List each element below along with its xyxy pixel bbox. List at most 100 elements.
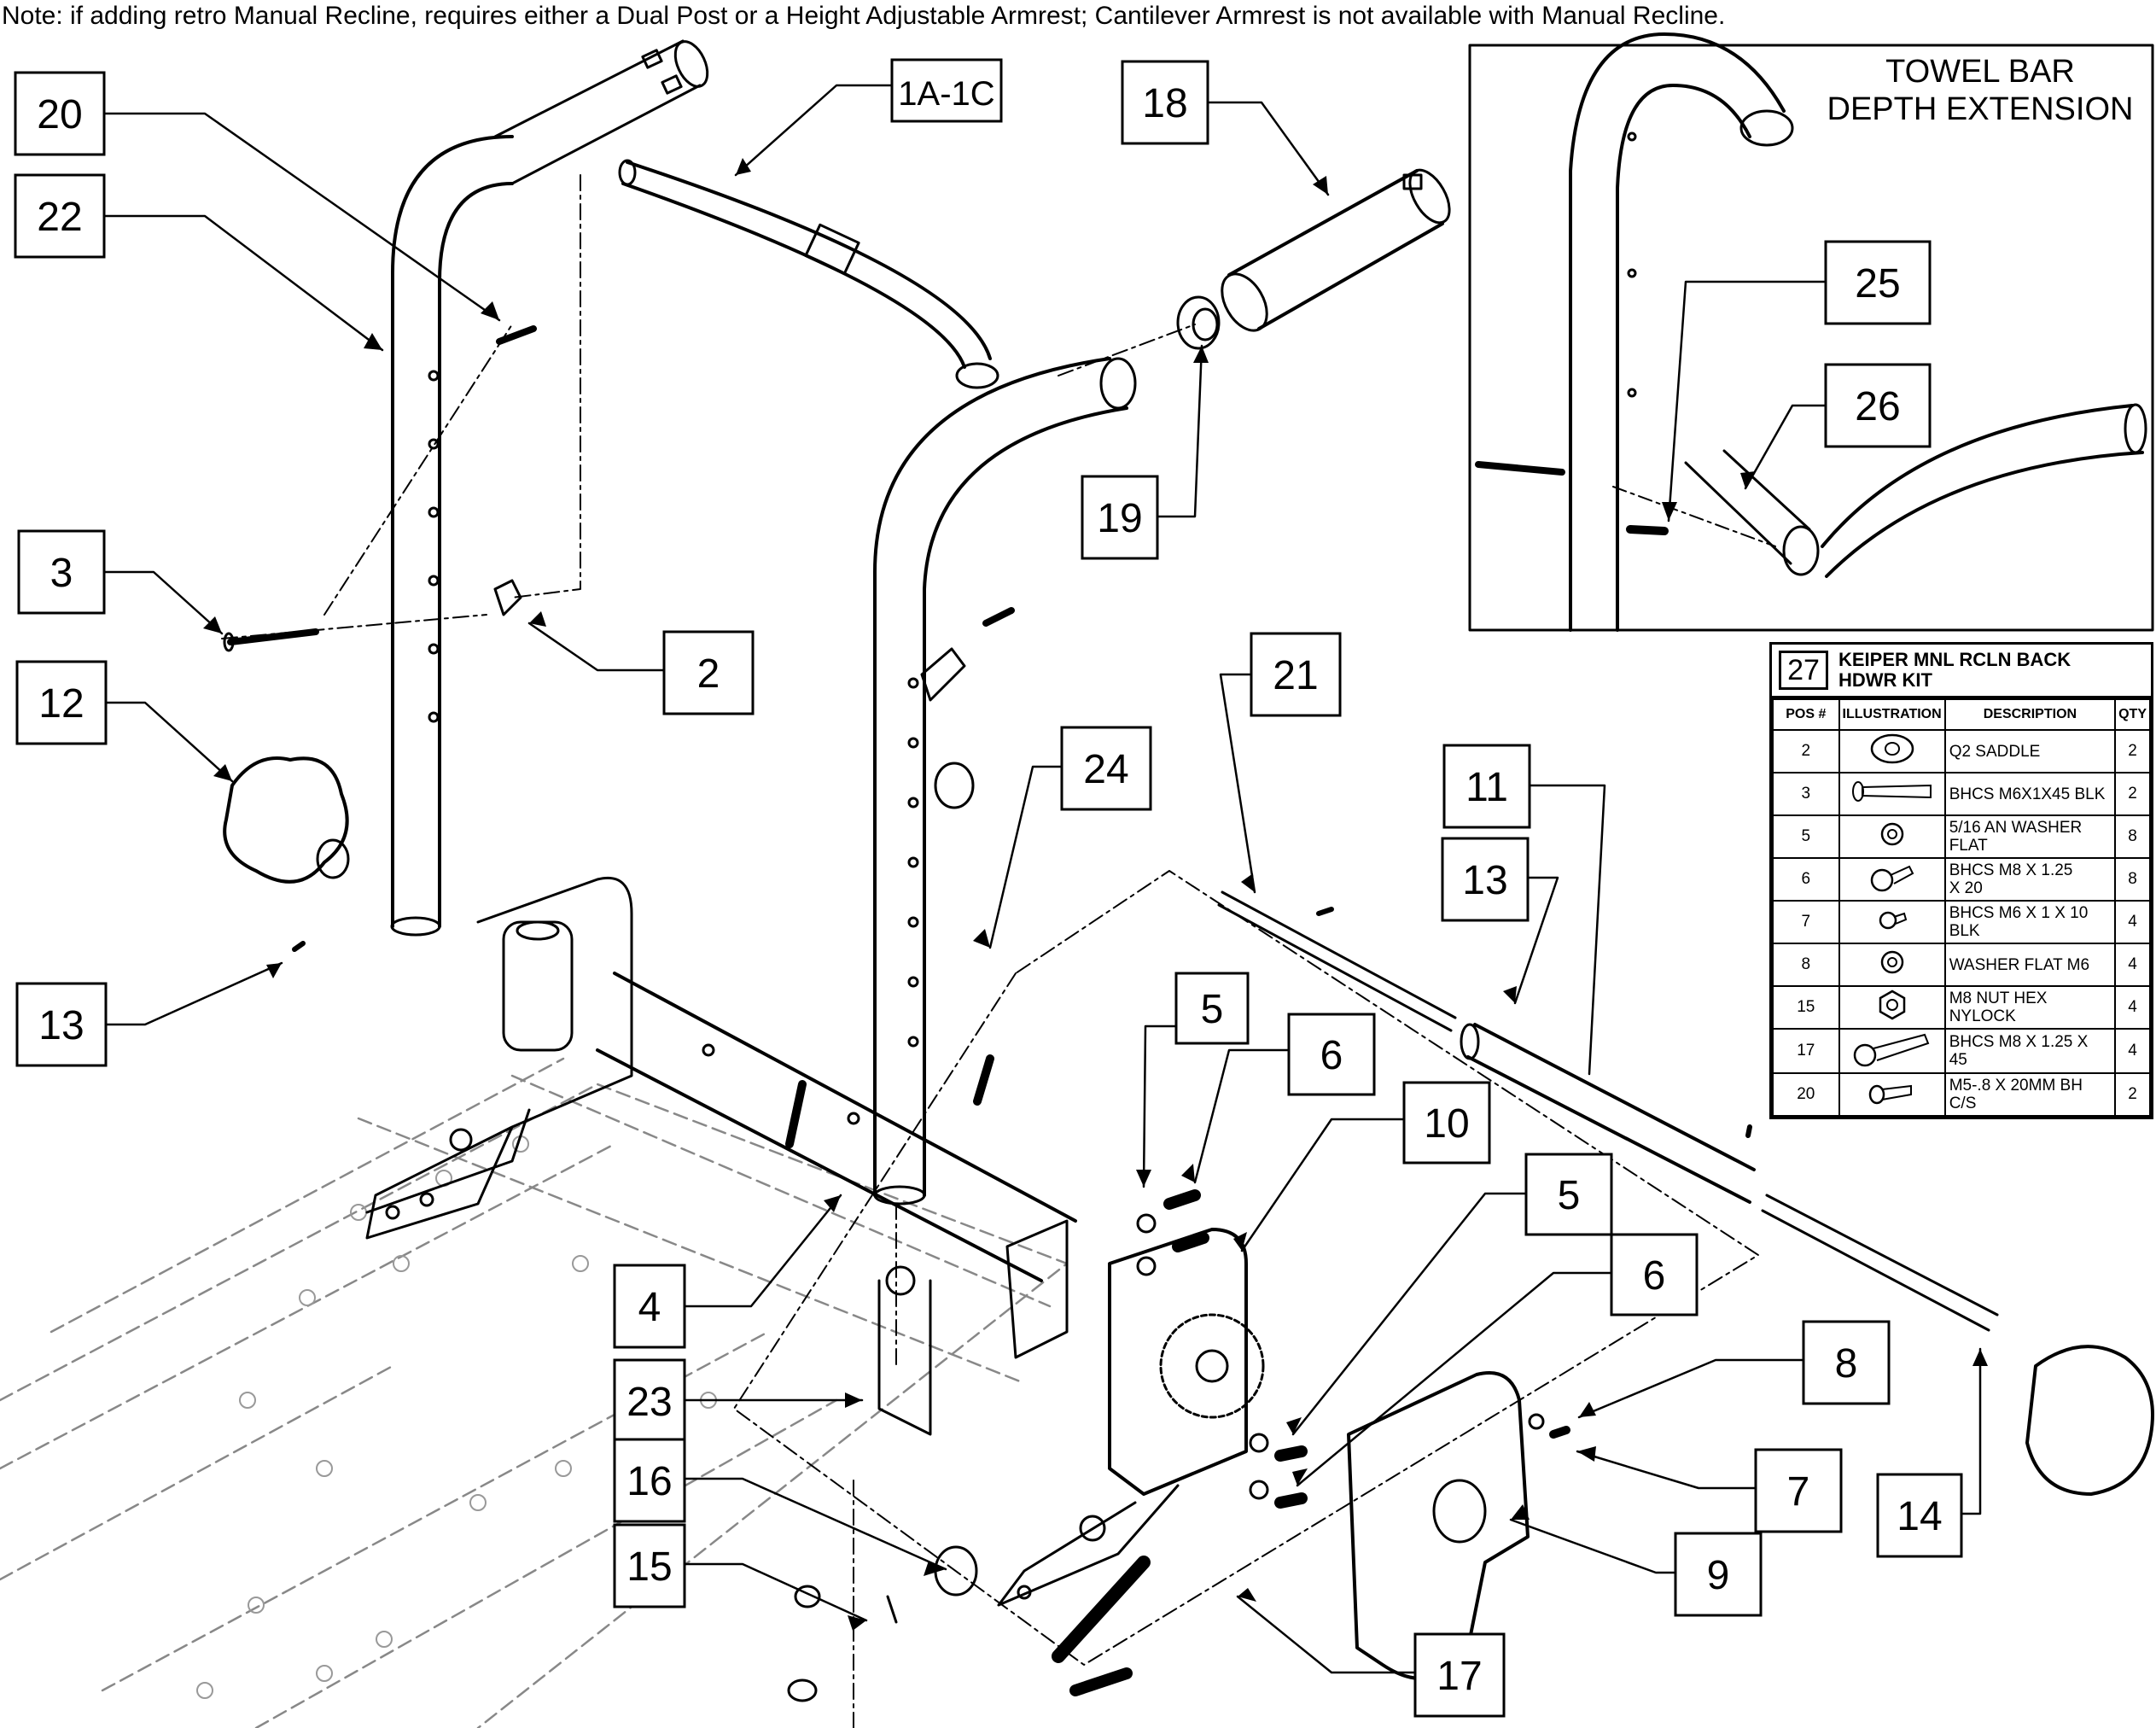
callout-6: 6 bbox=[1610, 1233, 1699, 1316]
grip-collar bbox=[1176, 295, 1221, 350]
kit-description-line1: BHCS M6 X 1 X 10 bbox=[1949, 904, 2089, 922]
col-illustration: ILLUSTRATION bbox=[1838, 698, 1946, 731]
callout-label: 13 bbox=[1462, 858, 1507, 903]
kit-description-line1: BHCS M8 X 1.25 bbox=[1949, 861, 2073, 879]
kit-header: 27 KEIPER MNL RCLN BACK HDWR KIT bbox=[1772, 645, 2151, 698]
cross-tube bbox=[596, 972, 1077, 1282]
kit-qty: 8 bbox=[2114, 814, 2151, 859]
kit-qty: 4 bbox=[2114, 900, 2151, 944]
callout-9: 9 bbox=[1674, 1532, 1763, 1617]
callout-label: 23 bbox=[626, 1380, 672, 1425]
kit-number: 27 bbox=[1779, 651, 1828, 690]
washer-icon bbox=[1838, 814, 1946, 859]
kit-description-line1: M8 NUT HEX bbox=[1949, 990, 2048, 1007]
kit-description-line1: 5/16 AN WASHER bbox=[1949, 819, 2083, 837]
callout-label: 11 bbox=[1465, 765, 1508, 810]
callout-label: 6 bbox=[1643, 1253, 1666, 1299]
kit-qty: 2 bbox=[2114, 729, 2151, 774]
callout-label: 17 bbox=[1436, 1654, 1482, 1699]
callout-label: 19 bbox=[1097, 496, 1142, 541]
callout-7: 7 bbox=[1754, 1448, 1843, 1533]
callout-label: 1A-1C bbox=[898, 75, 994, 113]
callout-17: 17 bbox=[1413, 1632, 1506, 1718]
kit-pos: 17 bbox=[1772, 1028, 1840, 1074]
callout-label: 3 bbox=[50, 551, 73, 596]
kit-description: WASHER FLAT M6 bbox=[1943, 943, 2117, 987]
kit-qty: 4 bbox=[2114, 943, 2151, 987]
short-bolt-icon bbox=[1838, 900, 1946, 944]
kit-description-line1: BHCS M6X1X45 BLK bbox=[1949, 785, 2106, 803]
callout-20: 20 bbox=[14, 71, 106, 156]
inset-title-line1: TOWEL BAR bbox=[1885, 54, 2075, 90]
bolt-icon bbox=[1838, 857, 1946, 902]
kit-title-line1: KEIPER MNL RCLN BACK bbox=[1838, 649, 2072, 670]
leader-lines bbox=[102, 84, 1982, 1674]
callout-label: 7 bbox=[1787, 1469, 1810, 1515]
callout-3: 3 bbox=[17, 529, 106, 615]
kit-pos: 6 bbox=[1772, 857, 1840, 902]
callout-label: 20 bbox=[37, 92, 82, 137]
callout-6: 6 bbox=[1287, 1013, 1376, 1096]
front-post bbox=[873, 357, 1137, 1206]
callout-label: 15 bbox=[626, 1544, 672, 1590]
callout-label: 14 bbox=[1897, 1494, 1942, 1539]
shoulder-bolt-icon bbox=[1838, 1028, 1946, 1074]
kit-qty: 8 bbox=[2114, 857, 2151, 902]
callout-label: 22 bbox=[37, 195, 82, 240]
inset-title: TOWEL BAR DEPTH EXTENSION bbox=[1792, 53, 2156, 128]
saddle-icon bbox=[1838, 729, 1946, 774]
kit-description-line1: BHCS M8 X 1.25 X bbox=[1949, 1033, 2089, 1051]
recliner-mount-bracket bbox=[365, 877, 633, 1240]
callout-5: 5 bbox=[1524, 1153, 1613, 1236]
col-description: DESCRIPTION bbox=[1943, 698, 2117, 731]
callout-label: 5 bbox=[1558, 1173, 1581, 1218]
hex-nut-icon bbox=[1838, 985, 1946, 1030]
recliner-cover bbox=[1347, 1371, 1530, 1680]
callout-label: 8 bbox=[1835, 1341, 1858, 1386]
kit-description-line2: NYLOCK bbox=[1949, 1007, 2016, 1025]
recline-knob-left bbox=[223, 756, 350, 884]
kit-description-line1: Q2 SADDLE bbox=[1949, 742, 2041, 761]
kit-qty: 2 bbox=[2114, 1072, 2151, 1117]
callout-10: 10 bbox=[1402, 1081, 1491, 1165]
kit-qty: 2 bbox=[2114, 772, 2151, 816]
callout-4: 4 bbox=[613, 1264, 686, 1349]
kit-description-line2: FLAT bbox=[1949, 837, 1988, 855]
kit-pos: 7 bbox=[1772, 900, 1840, 944]
callout-21: 21 bbox=[1250, 632, 1342, 717]
kit-description-line1: M5-.8 X 20MM BH bbox=[1949, 1077, 2083, 1095]
callout-label: 18 bbox=[1142, 81, 1187, 126]
callout-22: 22 bbox=[14, 173, 106, 259]
hardware-kit-table: 27 KEIPER MNL RCLN BACK HDWR KIT POS # I… bbox=[1769, 642, 2153, 1119]
callout-23: 23 bbox=[613, 1358, 686, 1444]
callout-15: 15 bbox=[613, 1523, 686, 1608]
washer-icon bbox=[1838, 943, 1946, 987]
fasteners bbox=[223, 325, 1752, 1702]
assembly-lines bbox=[221, 174, 1759, 1728]
callout-label: 16 bbox=[626, 1459, 672, 1504]
callout-label: 21 bbox=[1273, 653, 1318, 698]
callout-11: 11 bbox=[1442, 744, 1531, 829]
kit-qty: 4 bbox=[2114, 985, 2151, 1030]
callout-8: 8 bbox=[1802, 1320, 1891, 1405]
callout-14: 14 bbox=[1876, 1473, 1963, 1558]
handle-grip bbox=[1221, 168, 1451, 332]
towel-bar bbox=[618, 159, 999, 389]
long-bolt-icon bbox=[1838, 772, 1946, 816]
towel-bar-depth-extension-detail bbox=[1468, 32, 2154, 632]
callout-label: 26 bbox=[1855, 384, 1900, 429]
recline-knob-right bbox=[2025, 1345, 2154, 1496]
callout-13: 13 bbox=[1441, 837, 1530, 922]
